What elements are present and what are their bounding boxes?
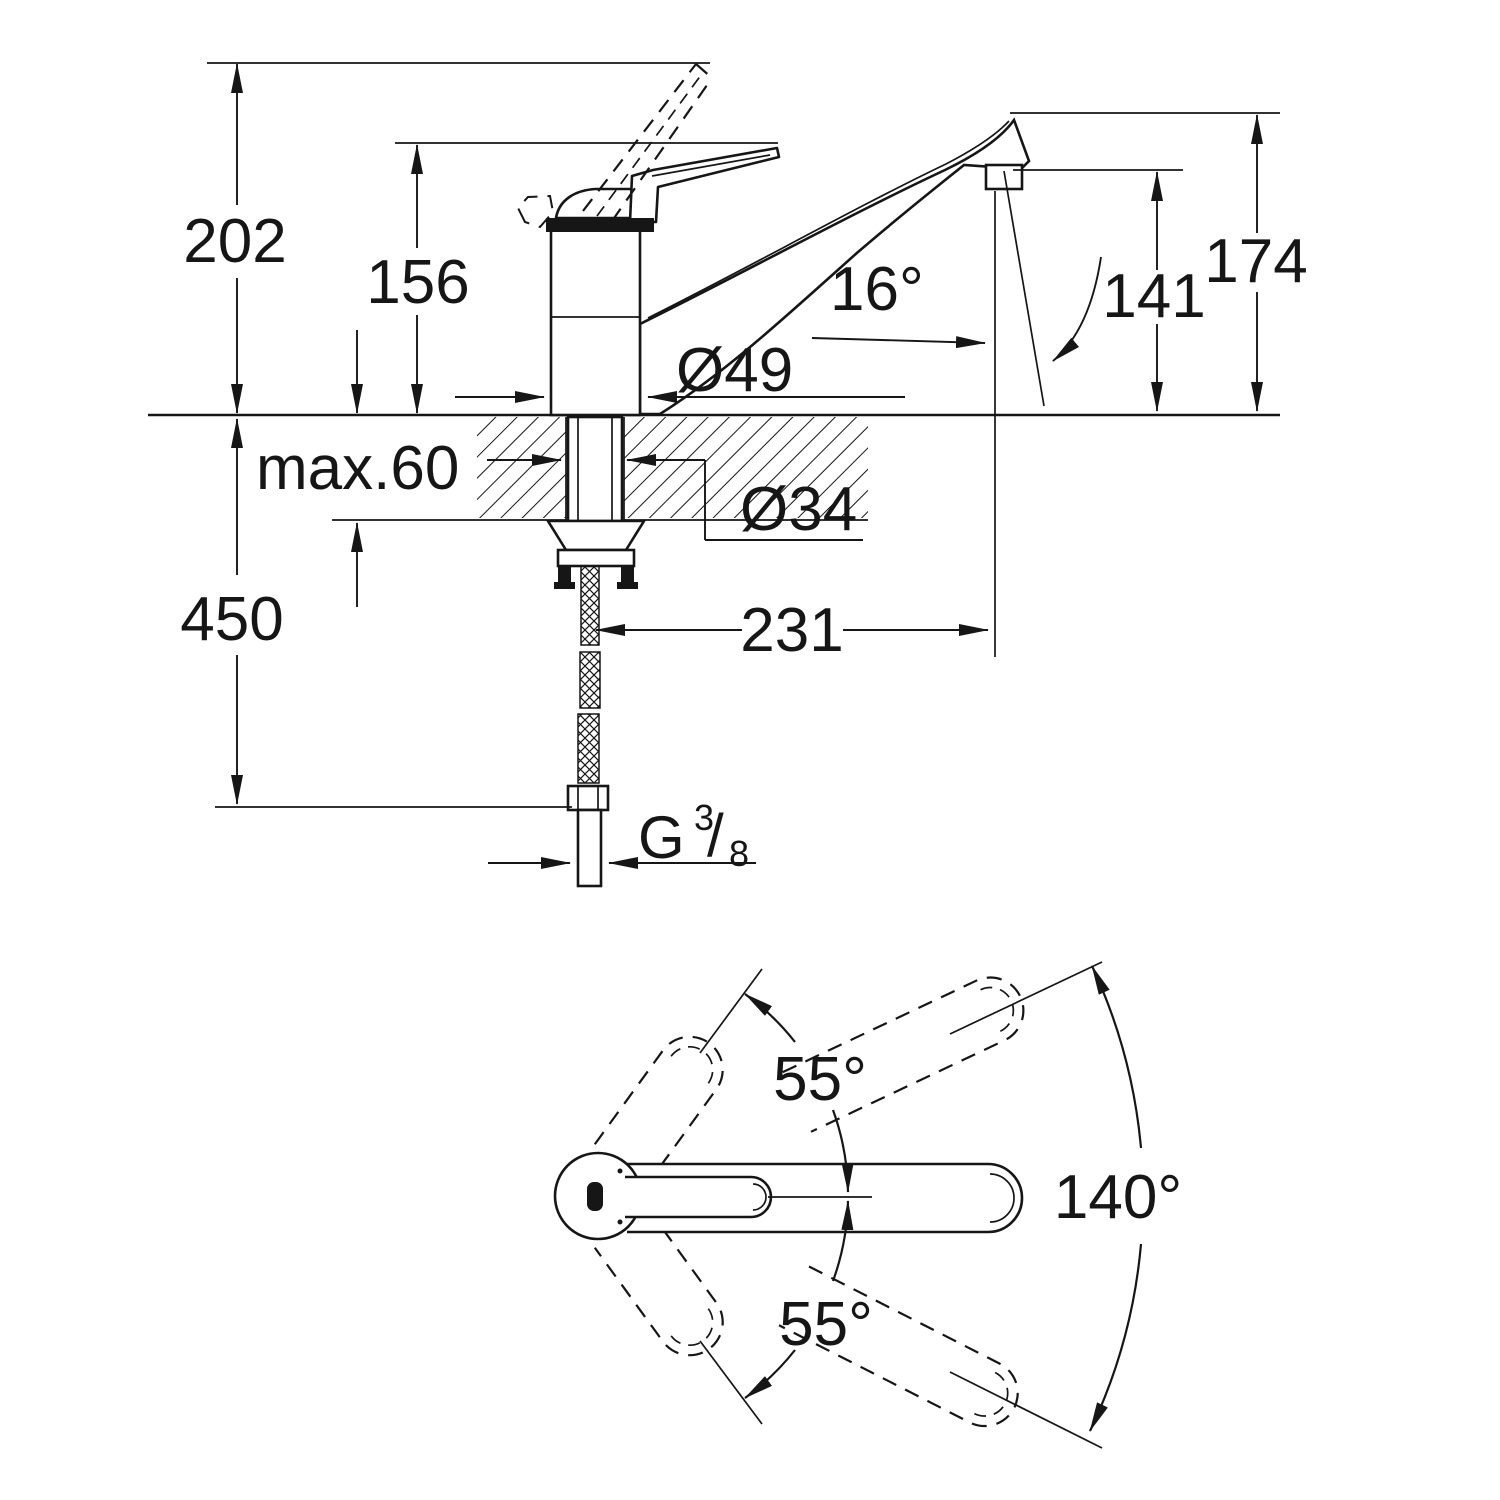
- lever-handle: [628, 146, 781, 224]
- swivel-position-up-55: [593, 1035, 724, 1184]
- swivel-position-upper-limit: [782, 976, 1025, 1133]
- label-hose-length: 450: [180, 585, 283, 654]
- angle-curved-arrow: [1052, 256, 1102, 362]
- swivel-position-lower-limit: [778, 1265, 1019, 1428]
- angle-reference-arrow: [811, 336, 986, 349]
- label-max-counter-thickness: max.60: [256, 434, 459, 503]
- braided-hose-segment: [577, 713, 600, 784]
- label-overall-height: 202: [183, 207, 286, 276]
- label-hole-diameter: Ø34: [740, 475, 857, 544]
- lever-top-view: [625, 1175, 773, 1219]
- lever-knob-top-view: [587, 1182, 603, 1211]
- extension-lines: [207, 62, 1280, 808]
- arc-55-lower-a: [831, 1200, 854, 1282]
- thread-letter: G: [638, 804, 685, 871]
- dim-d34-leader: [704, 460, 863, 541]
- body-cap-band: [546, 218, 654, 232]
- body-column: [549, 228, 642, 417]
- thread-denominator: 8: [729, 833, 749, 874]
- mounting-bolt-right: [621, 566, 634, 584]
- aerator-outlet: [984, 163, 1024, 191]
- spout-angle-annotation: [811, 170, 1102, 657]
- arc-140-lower: [1089, 1243, 1143, 1432]
- braided-hose-segment: [579, 651, 601, 709]
- hose-fitting-nut: [566, 784, 610, 812]
- label-spout-top-height: 174: [1204, 227, 1307, 296]
- swivel-position-down-55: [593, 1208, 724, 1357]
- dimension-lines: [231, 63, 1263, 869]
- faucet-body: [516, 63, 1031, 417]
- thread-size-label: G 3 / 8: [638, 797, 749, 874]
- thread-numerator: 3: [694, 797, 714, 838]
- label-base-diameter: Ø49: [676, 336, 793, 405]
- mounting-nut: [556, 548, 636, 568]
- arc-140-upper: [1091, 965, 1143, 1149]
- label-swivel-upper: 55°: [773, 1045, 867, 1114]
- mounting-hardware: [545, 415, 647, 888]
- label-spout-angle: 16°: [830, 255, 924, 324]
- worktop-hatch-left: [477, 417, 566, 518]
- connection-tube: [576, 808, 603, 888]
- label-outlet-height: 141: [1102, 262, 1205, 331]
- swivel-arcs: [744, 965, 1143, 1432]
- label-spout-reach: 231: [740, 596, 843, 665]
- label-swivel-total: 140°: [1054, 1163, 1182, 1232]
- braided-hose-segment: [580, 565, 600, 646]
- washer-cone: [545, 519, 647, 552]
- spout-inner-line: [647, 120, 1010, 319]
- side-view: 202 156 max.60 450 Ø49 Ø34 231 16° 141 1…: [148, 62, 1308, 888]
- threaded-shank: [566, 415, 624, 523]
- counter-bottom-line: [332, 417, 868, 521]
- label-body-height: 156: [366, 248, 469, 317]
- arc-55-lower-b: [744, 1349, 796, 1399]
- arc-55-upper-a: [744, 993, 796, 1043]
- arc-55-upper-b: [831, 1109, 854, 1193]
- swivel-rays: [699, 961, 1103, 1449]
- top-view: 55° 55° 140°: [553, 961, 1182, 1449]
- worktop-hatch-right: [624, 417, 868, 518]
- mounting-bolt-left: [558, 566, 571, 584]
- angle-tilt-line: [1003, 170, 1045, 407]
- thread-slash: /: [707, 802, 724, 869]
- worktop-section: [148, 413, 1280, 521]
- label-swivel-lower: 55°: [779, 1290, 873, 1359]
